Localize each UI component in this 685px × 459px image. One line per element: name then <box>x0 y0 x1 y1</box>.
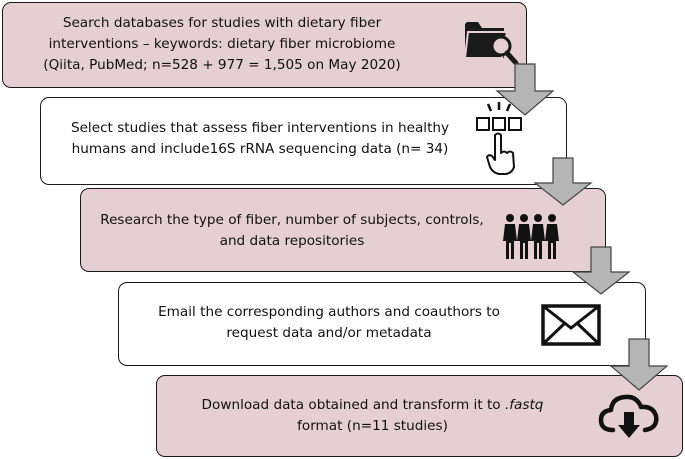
step-1-box <box>2 2 527 88</box>
hand-select-icon <box>476 102 522 175</box>
flow-arrow-2 <box>533 157 593 206</box>
step-2-box <box>40 97 567 185</box>
flow-arrow-1 <box>495 63 555 116</box>
envelope-icon <box>541 304 601 346</box>
step-1-text: Search databases for studies with dietar… <box>43 15 401 73</box>
flow-arrow-4 <box>609 338 669 391</box>
step-3-text: Research the type of fiber, number of su… <box>100 212 484 249</box>
folder-search-icon <box>463 22 519 66</box>
flow-arrow-3 <box>571 246 631 295</box>
cloud-download-icon <box>598 394 659 438</box>
step-5-text: Download data obtained and transform it … <box>201 397 544 434</box>
step-3-box <box>80 188 606 272</box>
step-2-text: Select studies that assess fiber interve… <box>70 120 450 157</box>
people-icon <box>503 214 559 259</box>
step-4-text: Email the corresponding authors and coau… <box>158 304 500 341</box>
step-5-box <box>156 375 683 457</box>
